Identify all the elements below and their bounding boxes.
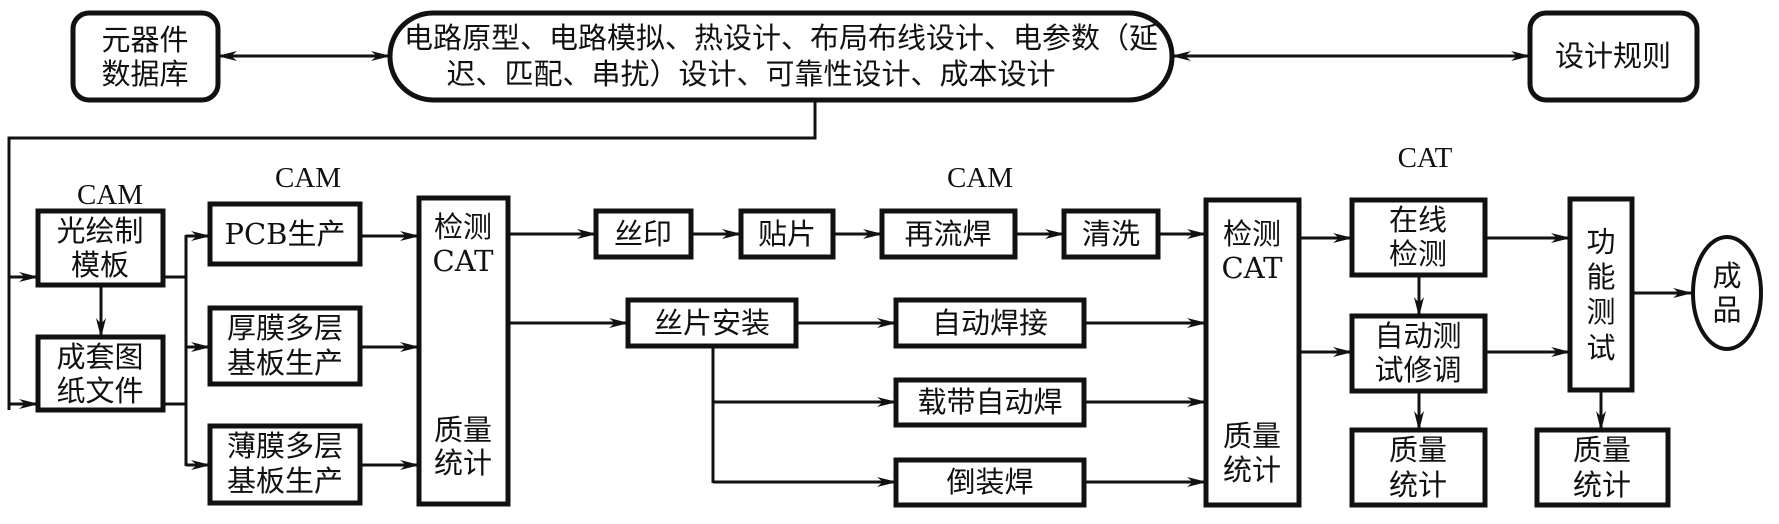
finished-product-node[interactable]: 成 品 xyxy=(1691,235,1763,351)
section-label-cat: CAT xyxy=(1398,142,1453,174)
inspection-2-line-2: CAT xyxy=(1222,251,1284,285)
design-activities-line-1: 电路原型、电路模拟、热设计、布局布线设计、电参数（延 xyxy=(404,21,1158,55)
function-test-char-1: 功 xyxy=(1586,225,1615,259)
function-test-char-2: 能 xyxy=(1586,260,1615,294)
function-test-char-4: 试 xyxy=(1586,331,1615,365)
finished-product-char-2: 品 xyxy=(1712,293,1741,327)
drawing-files-line-2: 纸文件 xyxy=(56,374,143,408)
component-database-line-1: 元器件 xyxy=(101,23,188,57)
auto-test-trim-line-2: 试修调 xyxy=(1374,353,1461,387)
auto-test-trim-line-1: 自动测 xyxy=(1374,319,1461,353)
inspection-1-line-4: 统计 xyxy=(434,446,492,480)
flip-chip-label: 倒装焊 xyxy=(946,465,1033,499)
drawing-files-line-1: 成套图 xyxy=(56,340,143,374)
quality-stats-2-node[interactable]: 质量 统计 xyxy=(1534,427,1671,508)
tab-bonding-label: 载带自动焊 xyxy=(917,385,1062,419)
design-activities-line-2: 迟、匹配、串扰）设计、可靠性设计、成本设计 xyxy=(446,57,1055,91)
pick-place-label: 贴片 xyxy=(758,217,816,251)
quality-stats-1-line-2: 统计 xyxy=(1389,468,1447,502)
photoplot-mask-line-2: 模板 xyxy=(71,248,129,282)
section-label-cam-1: CAM xyxy=(77,179,143,211)
inspection-2-line-4: 统计 xyxy=(1223,453,1281,487)
thick-film-line-1: 厚膜多层 xyxy=(227,311,343,345)
inspection-1-line-2: CAT xyxy=(433,244,495,278)
online-inspection-line-2: 检测 xyxy=(1389,237,1447,271)
finished-product-char-1: 成 xyxy=(1712,259,1741,293)
tab-bonding-node[interactable]: 载带自动焊 xyxy=(893,377,1087,428)
function-test-node[interactable]: 功 能 测 试 xyxy=(1567,196,1635,393)
thin-film-node[interactable]: 薄膜多层 基板生产 xyxy=(207,423,363,506)
thick-film-line-2: 基板生产 xyxy=(227,346,343,380)
design-rules-node[interactable]: 设计规则 xyxy=(1527,10,1700,103)
auto-bonding-label: 自动焊接 xyxy=(932,306,1048,340)
inspection-cat-1-node[interactable]: 检测 CAT 质量 统计 xyxy=(416,195,511,507)
online-inspection-node[interactable]: 在线 检测 xyxy=(1349,197,1488,278)
photoplot-mask-line-1: 光绘制 xyxy=(56,214,143,248)
quality-stats-1-node[interactable]: 质量 统计 xyxy=(1349,427,1488,508)
section-label-cam-2: CAM xyxy=(275,162,341,194)
reflow-label: 再流焊 xyxy=(904,217,991,251)
cleaning-node[interactable]: 清洗 xyxy=(1061,208,1161,260)
die-mount-node[interactable]: 丝片安装 xyxy=(625,297,799,349)
screen-print-node[interactable]: 丝印 xyxy=(593,208,694,260)
auto-test-trim-node[interactable]: 自动测 试修调 xyxy=(1349,313,1488,394)
design-rules-label: 设计规则 xyxy=(1555,39,1671,73)
function-test-char-3: 测 xyxy=(1586,295,1615,329)
inspection-2-line-1: 检测 xyxy=(1223,217,1281,251)
inspection-cat-2-node[interactable]: 检测 CAT 质量 统计 xyxy=(1203,197,1302,508)
component-database-node[interactable]: 元器件 数据库 xyxy=(70,10,221,103)
component-database-line-2: 数据库 xyxy=(101,57,188,91)
pick-place-node[interactable]: 贴片 xyxy=(738,208,836,260)
drawing-files-node[interactable]: 成套图 纸文件 xyxy=(35,334,166,413)
quality-stats-2-line-1: 质量 xyxy=(1573,433,1631,467)
quality-stats-1-line-1: 质量 xyxy=(1389,433,1447,467)
inspection-2-line-3: 质量 xyxy=(1223,419,1281,453)
pcb-production-node[interactable]: PCB生产 xyxy=(207,201,363,267)
photoplot-mask-node[interactable]: 光绘制 模板 xyxy=(35,208,166,288)
cleaning-label: 清洗 xyxy=(1082,217,1140,251)
pcb-production-label: PCB生产 xyxy=(224,217,345,251)
die-mount-label: 丝片安装 xyxy=(654,306,770,340)
auto-bonding-node[interactable]: 自动焊接 xyxy=(893,297,1087,349)
flip-chip-node[interactable]: 倒装焊 xyxy=(893,457,1087,508)
inspection-1-line-3: 质量 xyxy=(434,413,492,447)
reflow-node[interactable]: 再流焊 xyxy=(879,208,1018,260)
section-label-cam-3: CAM xyxy=(947,162,1013,194)
online-inspection-line-1: 在线 xyxy=(1389,203,1447,237)
thin-film-line-2: 基板生产 xyxy=(227,464,343,498)
thin-film-line-1: 薄膜多层 xyxy=(227,429,343,463)
design-activities-node[interactable]: 电路原型、电路模拟、热设计、布局布线设计、电参数（延 迟、匹配、串扰）设计、可靠… xyxy=(387,10,1175,103)
connectors xyxy=(7,51,1693,487)
inspection-1-line-1: 检测 xyxy=(434,210,492,244)
screen-print-label: 丝印 xyxy=(614,217,672,251)
feedback-line xyxy=(7,100,817,410)
quality-stats-2-line-2: 统计 xyxy=(1573,468,1631,502)
thick-film-node[interactable]: 厚膜多层 基板生产 xyxy=(207,305,363,387)
